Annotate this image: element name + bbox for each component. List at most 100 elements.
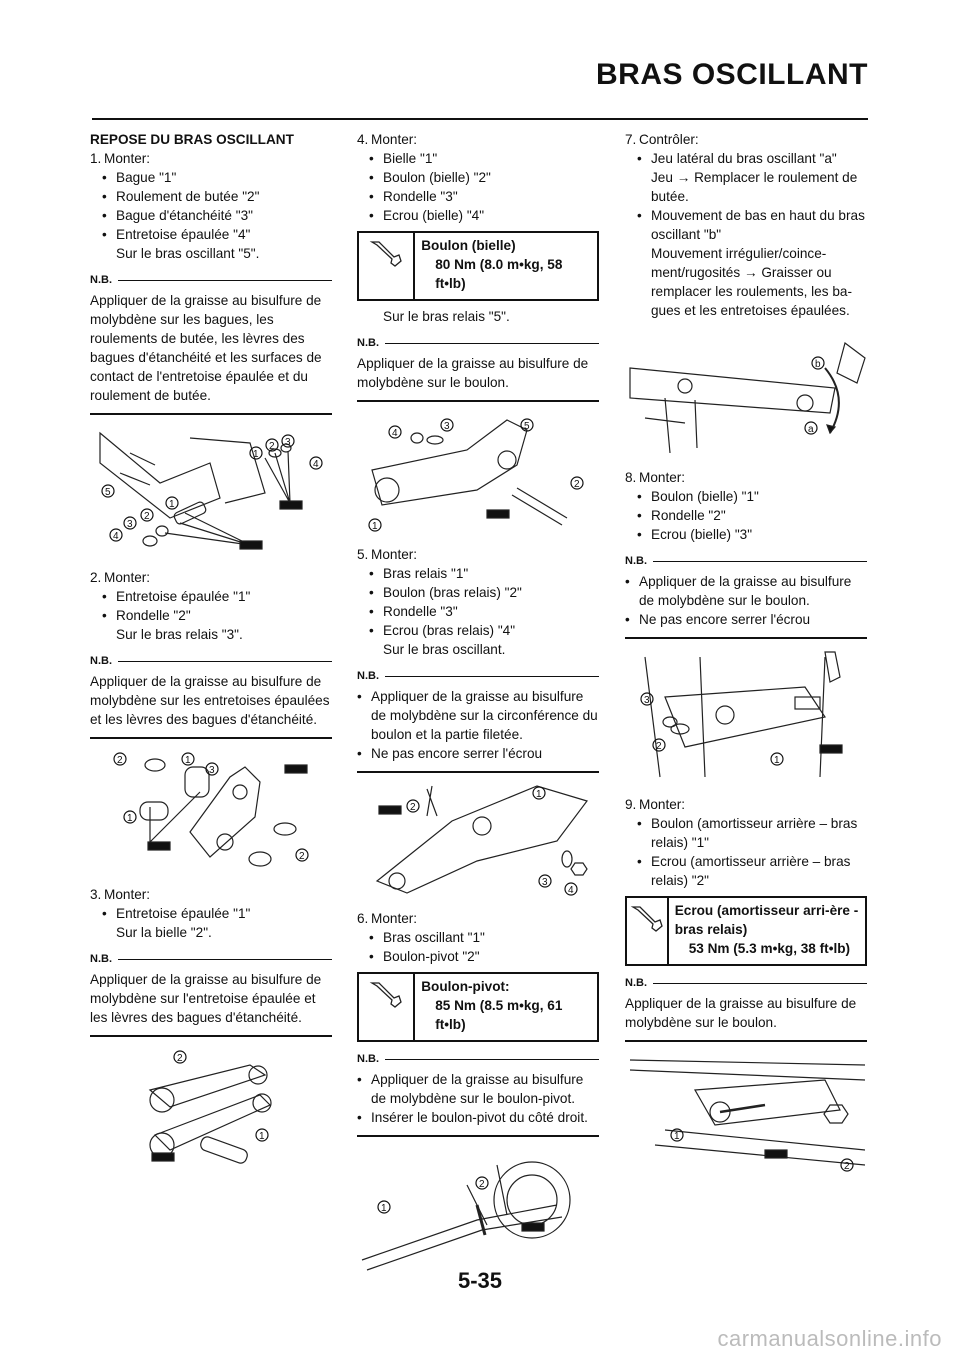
svg-text:3: 3	[209, 765, 215, 776]
svg-text:4: 4	[568, 885, 574, 896]
svg-text:b: b	[815, 359, 821, 370]
list-item: Bague "1"	[90, 168, 332, 187]
note-label: N.B.	[625, 974, 867, 993]
torque-spec-box: Boulon-pivot: 85 Nm (8.5 m•kg, 61 ft•lb)	[357, 972, 599, 1042]
svg-text:2: 2	[844, 1161, 850, 1172]
column-1: REPOSE DU BRAS OSCILLANT 1.Monter: Bague…	[90, 130, 332, 1180]
list-item: Entretoise épaulée "1"	[90, 904, 332, 923]
svg-text:3: 3	[644, 695, 650, 706]
list-item: Bras relais "1"	[357, 564, 599, 583]
step-1: 1.Monter:	[90, 151, 151, 166]
list-item: Rondelle "3"	[357, 187, 599, 206]
section-title: REPOSE DU BRAS OSCILLANT	[90, 132, 294, 147]
note-label: N.B.	[90, 652, 332, 671]
list-item: Boulon (bielle) "2"	[357, 168, 599, 187]
list-item: Jeu latéral du bras oscillant "a"	[625, 149, 867, 168]
step-note: Sur le bras relais "3".	[116, 627, 243, 642]
note-item: Insérer le boulon-pivot du côté droit.	[357, 1108, 599, 1127]
step-8: 8.Monter:	[625, 470, 686, 485]
torque-spec-box: Ecrou (amortisseur arri-ère - bras relai…	[625, 896, 867, 966]
list-item: Entretoise épaulée "1"	[90, 587, 332, 606]
note-label: N.B.	[90, 950, 332, 969]
list-item: Boulon (bras relais) "2"	[357, 583, 599, 602]
page-title: BRAS OSCILLANT	[596, 58, 868, 91]
step-criterion: Mouvement irrégulier/coince-ment/rugosit…	[651, 246, 852, 318]
svg-text:2: 2	[410, 802, 416, 813]
svg-text:2: 2	[117, 755, 123, 766]
svg-text:4: 4	[313, 459, 319, 470]
svg-text:1: 1	[127, 813, 133, 824]
note-label: N.B.	[357, 667, 599, 686]
svg-text:2: 2	[656, 741, 662, 752]
svg-text:1: 1	[169, 499, 175, 510]
figure-relay-arm: 2 1 3 1 2	[90, 747, 332, 875]
list-item: Mouvement de bas en haut du bras oscilla…	[625, 206, 867, 244]
figure-swingarm-play-check: b a	[625, 328, 867, 458]
note-text: Appliquer de la graisse au bisulfure de …	[357, 356, 589, 390]
svg-text:3: 3	[542, 877, 548, 888]
step-5: 5.Monter:	[357, 547, 418, 562]
svg-text:1: 1	[381, 1203, 387, 1214]
list-item: Ecrou (bielle) "4"	[357, 206, 599, 225]
svg-text:4: 4	[113, 531, 119, 542]
svg-text:1: 1	[372, 521, 378, 532]
step-3: 3.Monter:	[90, 887, 151, 902]
note-item: Ne pas encore serrer l'écrou	[357, 744, 599, 763]
list-item: Ecrou (amortisseur arrière – bras relais…	[625, 852, 867, 890]
note-text: Appliquer de la graisse au bisulfure de …	[90, 972, 322, 1025]
note-label: N.B.	[357, 334, 599, 353]
svg-text:2: 2	[299, 851, 305, 862]
list-item: Ecrou (bras relais) "4"	[357, 621, 599, 640]
list-item: Rondelle "2"	[625, 506, 867, 525]
note-label: N.B.	[357, 1050, 599, 1069]
note-text: Appliquer de la graisse au bisulfure de …	[90, 674, 330, 727]
svg-text:1: 1	[253, 449, 259, 460]
figure-connecting-rod-install: 3 2 1	[625, 647, 867, 785]
note-item: Appliquer de la graisse au bisulfure de …	[357, 687, 599, 744]
list-item: Ecrou (bielle) "3"	[625, 525, 867, 544]
svg-text:4: 4	[392, 428, 398, 439]
note-item: Appliquer de la graisse au bisulfure de …	[357, 1070, 599, 1108]
torque-value: 85 Nm (8.5 m•kg, 61 ft•lb)	[435, 998, 563, 1032]
step-criterion: Jeu → Remplacer le roulement de butée.	[651, 170, 858, 204]
watermark: carmanualsonline.info	[717, 1326, 942, 1351]
torque-title: Boulon (bielle)	[421, 238, 516, 253]
figure-rear-shock-bolt: 1 2	[625, 1050, 867, 1180]
header-rule	[92, 118, 868, 120]
torque-spec-box: Boulon (bielle) 80 Nm (8.0 m•kg, 58 ft•l…	[357, 231, 599, 301]
figure-pivot-bolt: 1 2	[357, 1145, 599, 1275]
page-number: 5-35	[457, 1268, 503, 1293]
svg-text:1: 1	[185, 755, 191, 766]
svg-text:1: 1	[774, 755, 780, 766]
note-box: N.B. Appliquer de la graisse au bisulfur…	[357, 334, 599, 402]
arrow-right-icon: →	[676, 170, 691, 185]
note-box: N.B. Appliquer de la graisse au bisulfur…	[625, 974, 867, 1042]
figure-relay-arm-mounting: 2 1 3 4	[357, 781, 599, 899]
svg-text:1: 1	[259, 1131, 265, 1142]
list-item: Bielle "1"	[357, 149, 599, 168]
note-box: N.B. Appliquer de la graisse au bisulfur…	[90, 271, 332, 415]
step-6: 6.Monter:	[357, 911, 418, 926]
list-item: Roulement de butée "2"	[90, 187, 332, 206]
figure-connecting-rod-bolt: 4 3 5 2 1	[357, 410, 599, 535]
svg-text:5: 5	[105, 487, 111, 498]
svg-text:2: 2	[177, 1053, 183, 1064]
list-item: Rondelle "3"	[357, 602, 599, 621]
figure-swingarm-bearings: 5 4 3 2 1 1 2 3 4	[90, 423, 332, 558]
step-2: 2.Monter:	[90, 570, 151, 585]
note-box: N.B. Appliquer de la graisse au bisulfur…	[625, 552, 867, 639]
note-item: Ne pas encore serrer l'écrou	[625, 610, 867, 629]
torque-title: Ecrou (amortisseur arri-ère - bras relai…	[674, 903, 859, 937]
step-note: Sur la bielle "2".	[116, 925, 212, 940]
svg-text:3: 3	[285, 437, 291, 448]
list-item: Bague d'étanchéité "3"	[90, 206, 332, 225]
arrow-right-icon: →	[743, 265, 758, 280]
torque-wrench-icon	[627, 898, 669, 964]
svg-text:1: 1	[674, 1131, 680, 1142]
column-3: 7.Contrôler: Jeu latéral du bras oscilla…	[625, 130, 867, 1190]
note-label: N.B.	[625, 552, 867, 571]
step-note: Sur le bras relais "5".	[383, 309, 510, 324]
list-item: Boulon (bielle) "1"	[625, 487, 867, 506]
svg-text:2: 2	[574, 479, 580, 490]
torque-title: Boulon-pivot:	[421, 979, 510, 994]
